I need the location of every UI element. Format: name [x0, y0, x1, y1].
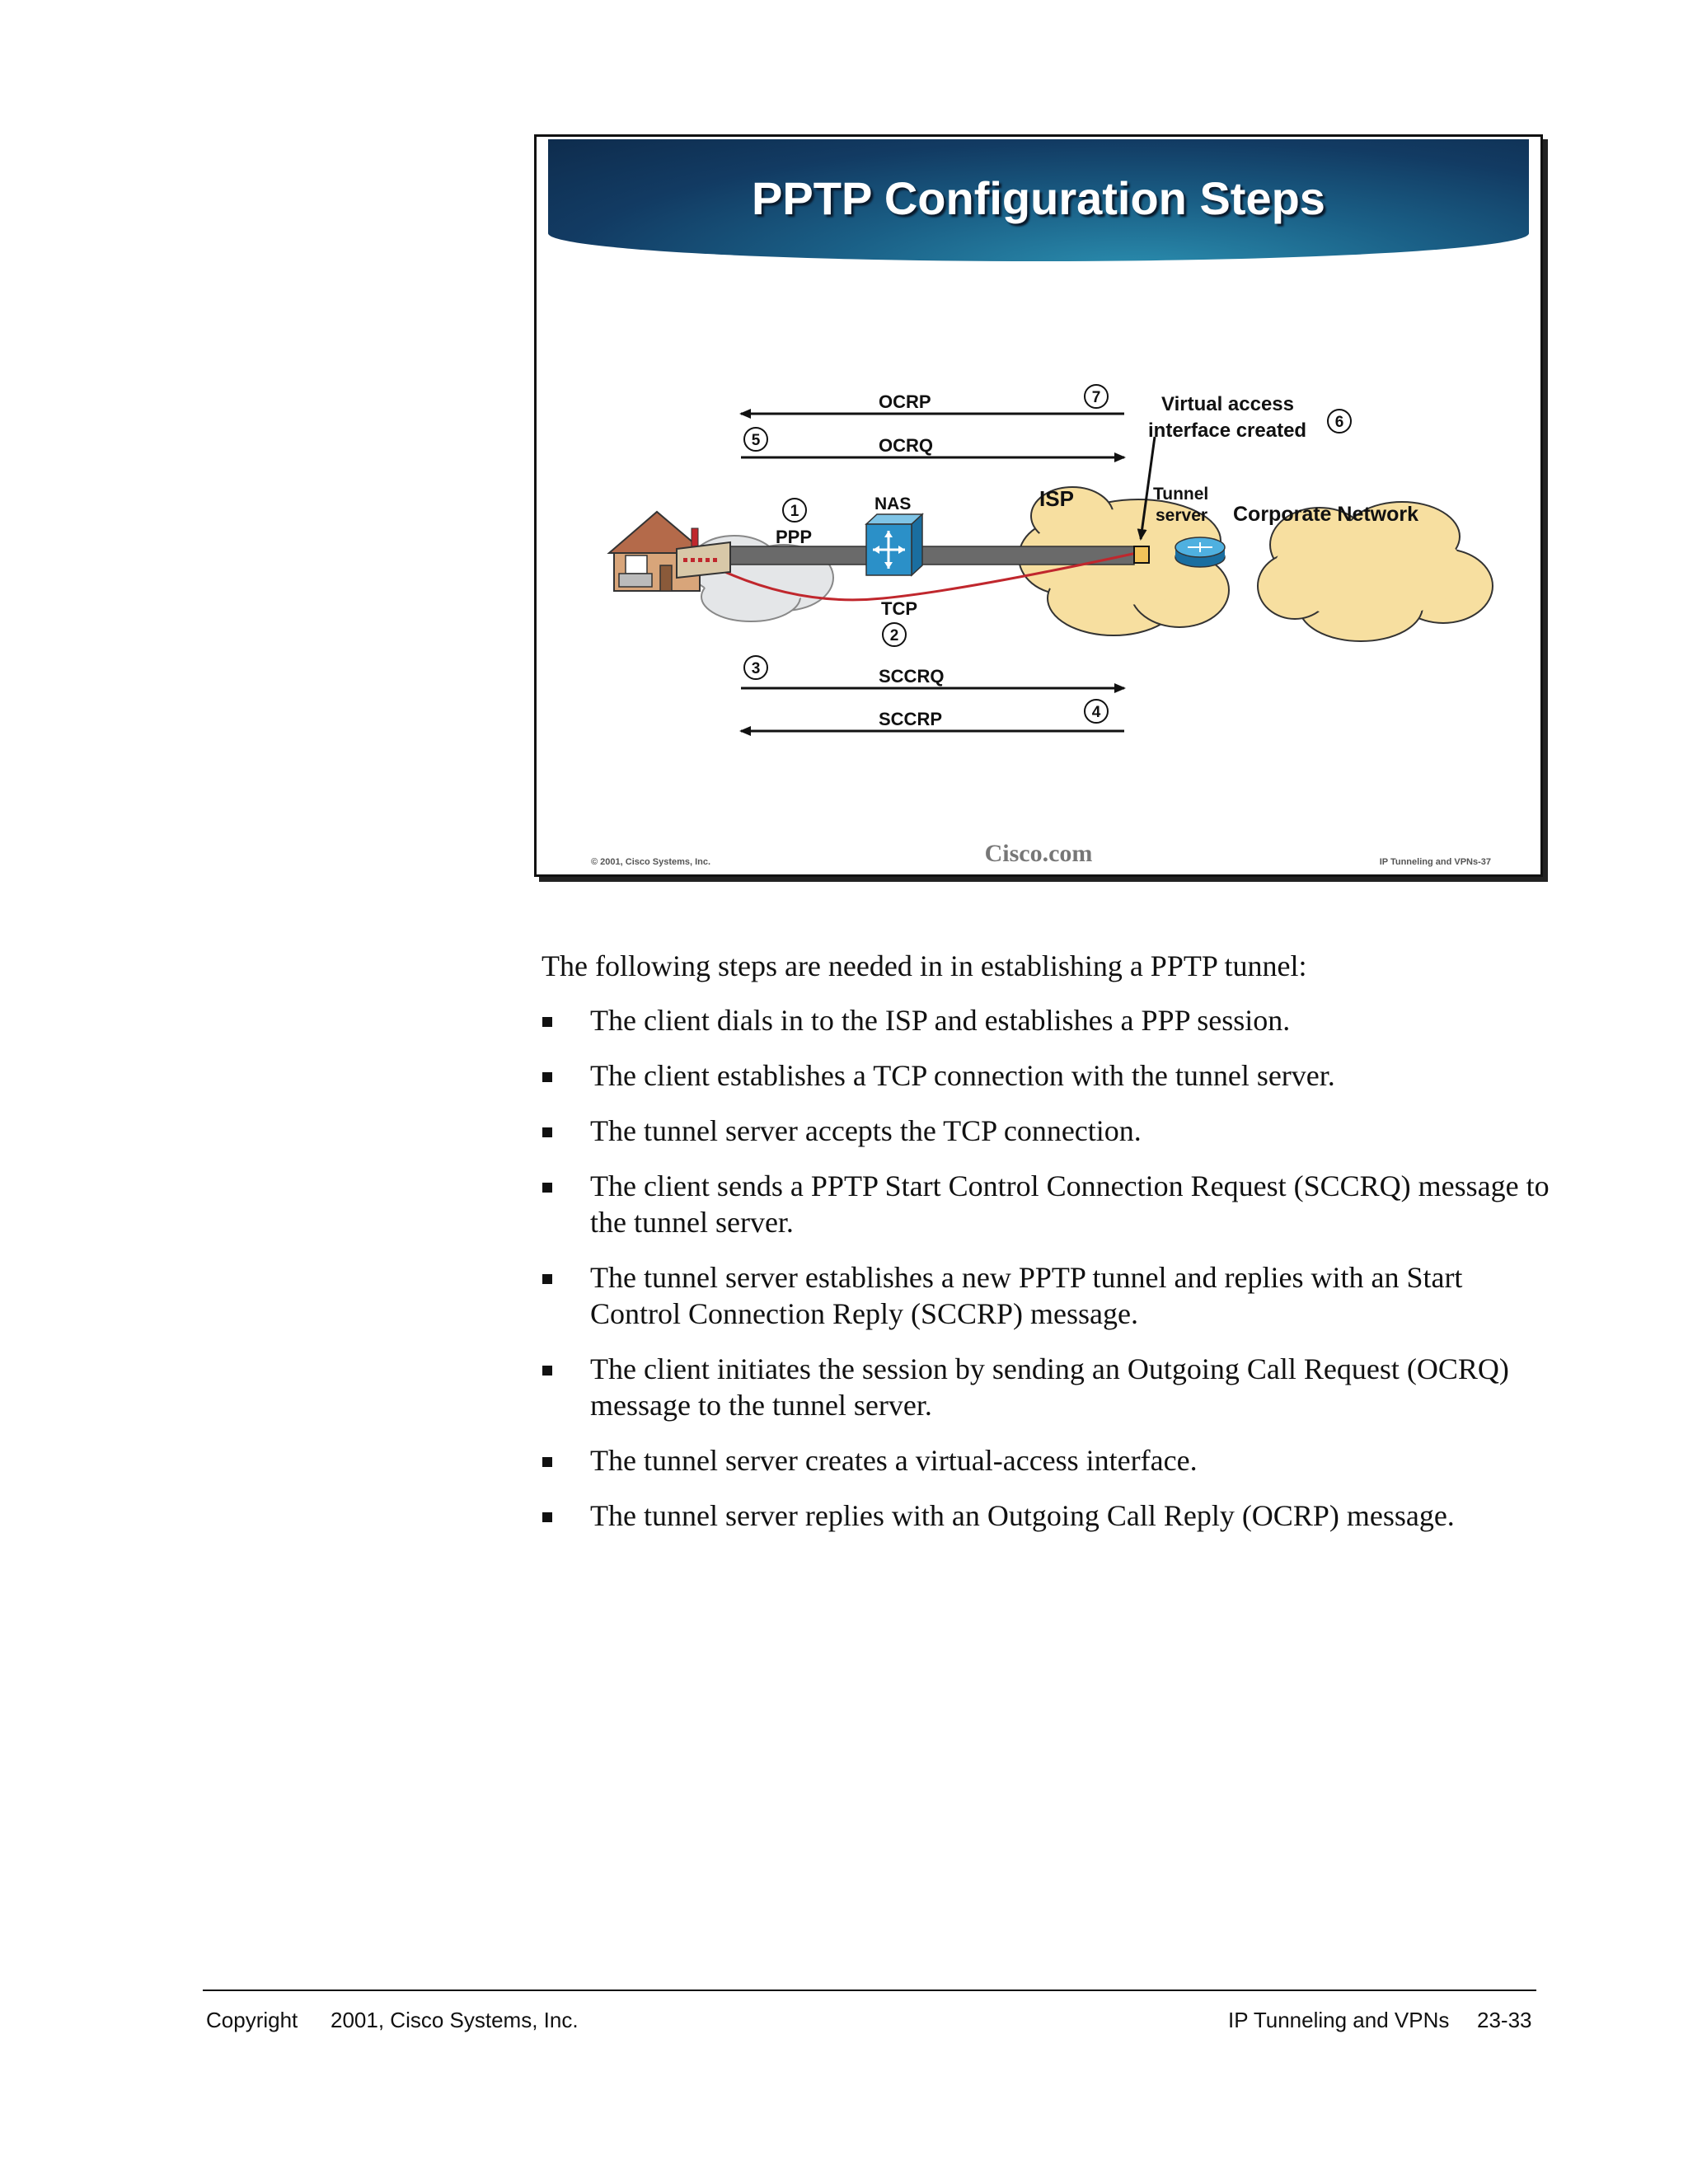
bullet-square-icon	[542, 1183, 552, 1193]
step-3-badge: 3	[743, 655, 768, 680]
tunnel-server-label-line2: server	[1156, 506, 1207, 525]
bullet-square-icon	[542, 1017, 552, 1027]
isp-label: ISP	[1039, 486, 1074, 511]
virtual-access-label-line2: interface created	[1148, 419, 1306, 442]
nas-label: NAS	[874, 494, 911, 513]
slide-footer-course: IP Tunneling and VPNs-37	[1379, 857, 1491, 867]
step-6-badge: 6	[1327, 409, 1352, 434]
svg-text:3: 3	[752, 660, 761, 677]
slide-banner	[548, 139, 1529, 261]
list-item: The tunnel server creates a virtual-acce…	[542, 1442, 1555, 1479]
tunnel-server-router-icon	[1175, 537, 1226, 568]
ocrq-label: OCRQ	[879, 435, 933, 456]
tunnel-server-label-line1: Tunnel	[1153, 485, 1208, 504]
bullet-square-icon	[542, 1274, 552, 1284]
ocrp-label: OCRP	[879, 391, 931, 412]
svg-text:5: 5	[752, 432, 761, 449]
virtual-access-label-line1: Virtual access	[1161, 393, 1294, 415]
list-item: The client dials in to the ISP and estab…	[542, 1002, 1555, 1038]
page-footer-book-title: IP Tunneling and VPNs	[1228, 2008, 1450, 2032]
bullet-square-icon	[542, 1072, 552, 1082]
step-4-badge: 4	[1084, 699, 1109, 724]
page-footer-page-number: 23-33	[1477, 2008, 1532, 2032]
nas-switch-icon	[865, 513, 924, 577]
slide-footer-copyright: © 2001, Cisco Systems, Inc.	[591, 857, 711, 867]
corporate-network-label: Corporate Network	[1233, 503, 1418, 526]
list-item: The tunnel server establishes a new PPTP…	[542, 1259, 1555, 1332]
sccrp-label: SCCRP	[879, 709, 942, 729]
bullet-square-icon	[542, 1512, 552, 1522]
bullet-square-icon	[542, 1457, 552, 1467]
slide-title: PPTP Configuration Steps	[752, 172, 1325, 224]
tcp-connection-line	[719, 551, 1137, 602]
tcp-label: TCP	[881, 598, 917, 619]
list-item: The client initiates the session by send…	[542, 1351, 1555, 1423]
step-2-badge: 2	[882, 622, 907, 647]
step-1-badge: 1	[782, 498, 807, 523]
bullet-square-icon	[542, 1127, 552, 1137]
slide: PPTP Configuration Steps	[534, 134, 1543, 877]
pptp-diagram: OCRP OCRQ SCCRQ SCCRP TCP PPP NAS ISP Tu…	[607, 384, 1493, 736]
step-7-badge: 7	[1084, 384, 1109, 409]
list-item: The client sends a PPTP Start Control Co…	[542, 1168, 1555, 1240]
step-5-badge: 5	[743, 427, 768, 452]
virtual-access-interface-marker	[1133, 546, 1150, 564]
tunnel-pipe	[721, 546, 1135, 565]
sccrq-label: SCCRQ	[879, 666, 944, 687]
body-text: The following steps are needed in in est…	[542, 948, 1555, 1553]
slide-footer-brand: Cisco.com	[984, 840, 1093, 867]
list-item: The client establishes a TCP connection …	[542, 1057, 1555, 1094]
svg-text:1: 1	[790, 503, 799, 520]
svg-text:6: 6	[1335, 414, 1344, 431]
corporate-cloud	[1257, 501, 1493, 642]
footer-rule	[203, 1990, 1536, 1991]
svg-text:2: 2	[890, 627, 899, 644]
svg-text:7: 7	[1092, 389, 1101, 406]
virtual-access-pointer-line	[1137, 436, 1156, 541]
bullet-square-icon	[542, 1366, 552, 1376]
page-footer-copyright-label: Copyright	[206, 2008, 298, 2032]
intro-paragraph: The following steps are needed in in est…	[542, 949, 1307, 982]
list-item: The tunnel server replies with an Outgoi…	[542, 1497, 1555, 1534]
svg-text:4: 4	[1092, 704, 1101, 721]
steps-list: The client dials in to the ISP and estab…	[542, 1002, 1555, 1534]
list-item: The tunnel server accepts the TCP connec…	[542, 1113, 1555, 1149]
modem-icon	[676, 541, 731, 579]
ppp-label: PPP	[776, 527, 812, 547]
page-footer-copyright-year: 2001, Cisco Systems, Inc.	[331, 2008, 579, 2032]
